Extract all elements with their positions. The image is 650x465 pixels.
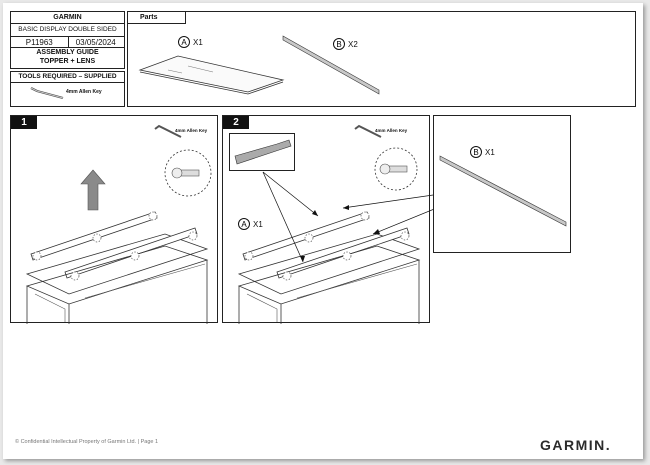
detail-panel-b: B X1	[433, 115, 571, 253]
screw-detail-circle	[374, 147, 418, 191]
part-b-marker: B	[333, 38, 345, 50]
detail-part-qty: X1	[485, 148, 495, 157]
step-2-panel: 2 4mm Allen Key A X1	[222, 115, 472, 324]
guide-title-line1: ASSEMBLY GUIDE	[36, 49, 99, 56]
confidential-footer: © Confidential Intellectual Property of …	[15, 439, 159, 445]
part-a-marker: A	[178, 36, 190, 48]
step-1-tool-label: 4mm Allen Key	[175, 128, 208, 133]
step-1-number: 1	[11, 116, 37, 129]
part-a-qty: X1	[193, 38, 203, 47]
step-1-assembly-drawing	[25, 211, 209, 324]
step-2-number: 2	[223, 116, 249, 129]
title-block: GARMIN BASIC DISPLAY DOUBLE SIDED P11963…	[10, 11, 125, 69]
topper-strip-drawing	[439, 155, 567, 227]
allen-key-icon	[30, 87, 64, 100]
instruction-sheet: GARMIN BASIC DISPLAY DOUBLE SIDED P11963…	[3, 3, 643, 459]
step-2-tool-label: 4mm Allen Key	[375, 128, 408, 133]
allen-key-icon	[154, 124, 182, 138]
guide-title-line2: TOPPER + LENS	[39, 58, 96, 65]
lens-panel-drawing	[138, 55, 285, 95]
date: 03/05/2024	[75, 38, 116, 47]
screw-detail-circle	[164, 149, 212, 197]
step-2-assembly-drawing	[237, 211, 421, 324]
topper-strip-drawing	[282, 35, 380, 95]
parts-heading: Parts	[140, 14, 158, 21]
bracket-drawing	[234, 139, 292, 165]
up-arrow-icon	[80, 169, 106, 211]
title-product: BASIC DISPLAY DOUBLE SIDED	[18, 26, 117, 33]
parts-block: Parts A X1 B X2	[127, 11, 636, 107]
tools-block: TOOLS REQUIRED – SUPPLIED 4mm Allen Key	[10, 71, 125, 107]
bracket-detail-box	[229, 133, 295, 171]
title-brand: GARMIN	[53, 14, 82, 21]
step-2-part-marker: A	[238, 218, 250, 230]
garmin-logo: GARMIN.	[540, 437, 612, 453]
step-2-part-qty: X1	[253, 220, 263, 229]
step-1-panel: 1 4mm Allen Key	[10, 115, 218, 324]
detail-part-marker: B	[470, 146, 482, 158]
tools-label: 4mm Allen Key	[66, 89, 102, 95]
allen-key-icon	[354, 124, 382, 138]
part-b-qty: X2	[348, 40, 358, 49]
tools-heading: TOOLS REQUIRED – SUPPLIED	[18, 73, 117, 80]
part-number: P11963	[25, 38, 53, 47]
